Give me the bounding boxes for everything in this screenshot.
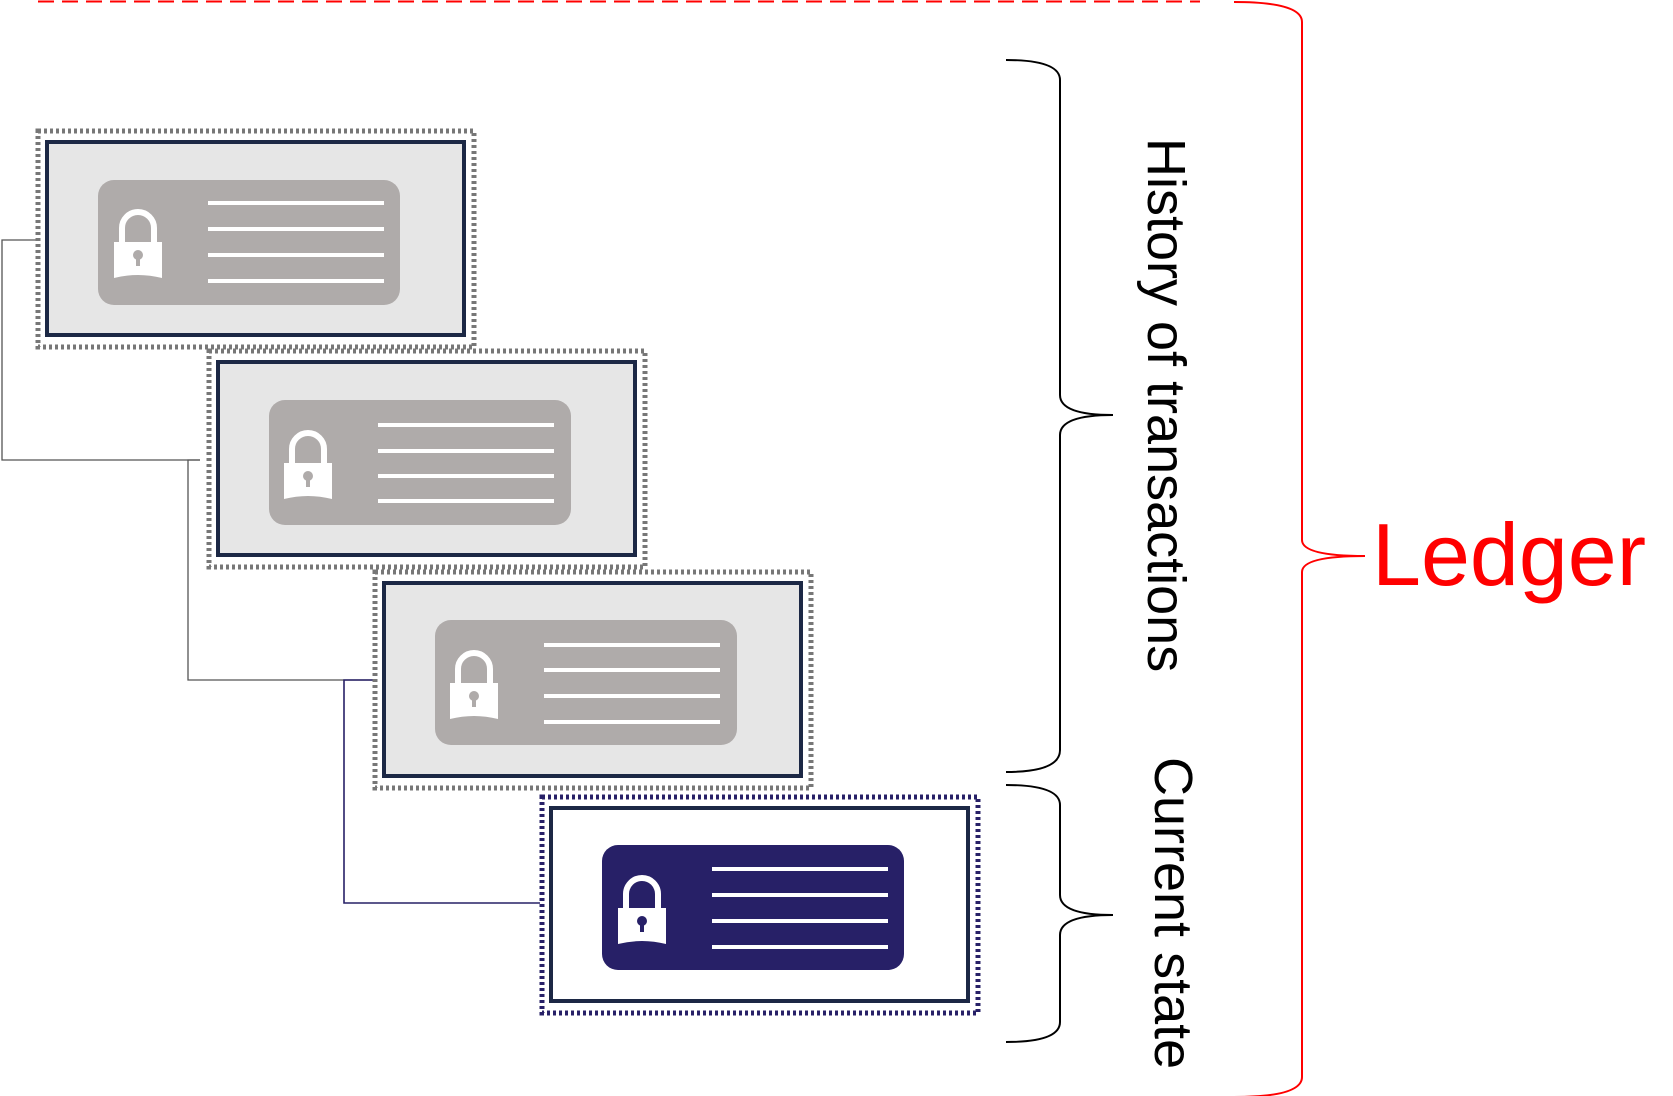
- connector-2-3: [187, 459, 375, 681]
- current-state-block: [539, 794, 981, 1016]
- ledger-brace: [1233, 1, 1366, 1096]
- connector-3-4: [343, 679, 540, 904]
- transaction-card: [435, 620, 737, 745]
- connector-1-2: [1, 239, 200, 461]
- current-state-label: Current state: [1143, 757, 1203, 1070]
- transaction-card: [269, 400, 571, 525]
- history-brace: [1005, 59, 1114, 773]
- transaction-card: [602, 845, 904, 970]
- current-state-brace: [1005, 784, 1114, 1043]
- history-block-1: [35, 128, 477, 350]
- history-block-3: [372, 569, 814, 791]
- ledger-label: Ledger: [1372, 505, 1647, 604]
- transaction-card: [98, 180, 400, 305]
- history-of-transactions-label: History of transactions: [1136, 138, 1196, 673]
- history-block-2: [206, 348, 648, 570]
